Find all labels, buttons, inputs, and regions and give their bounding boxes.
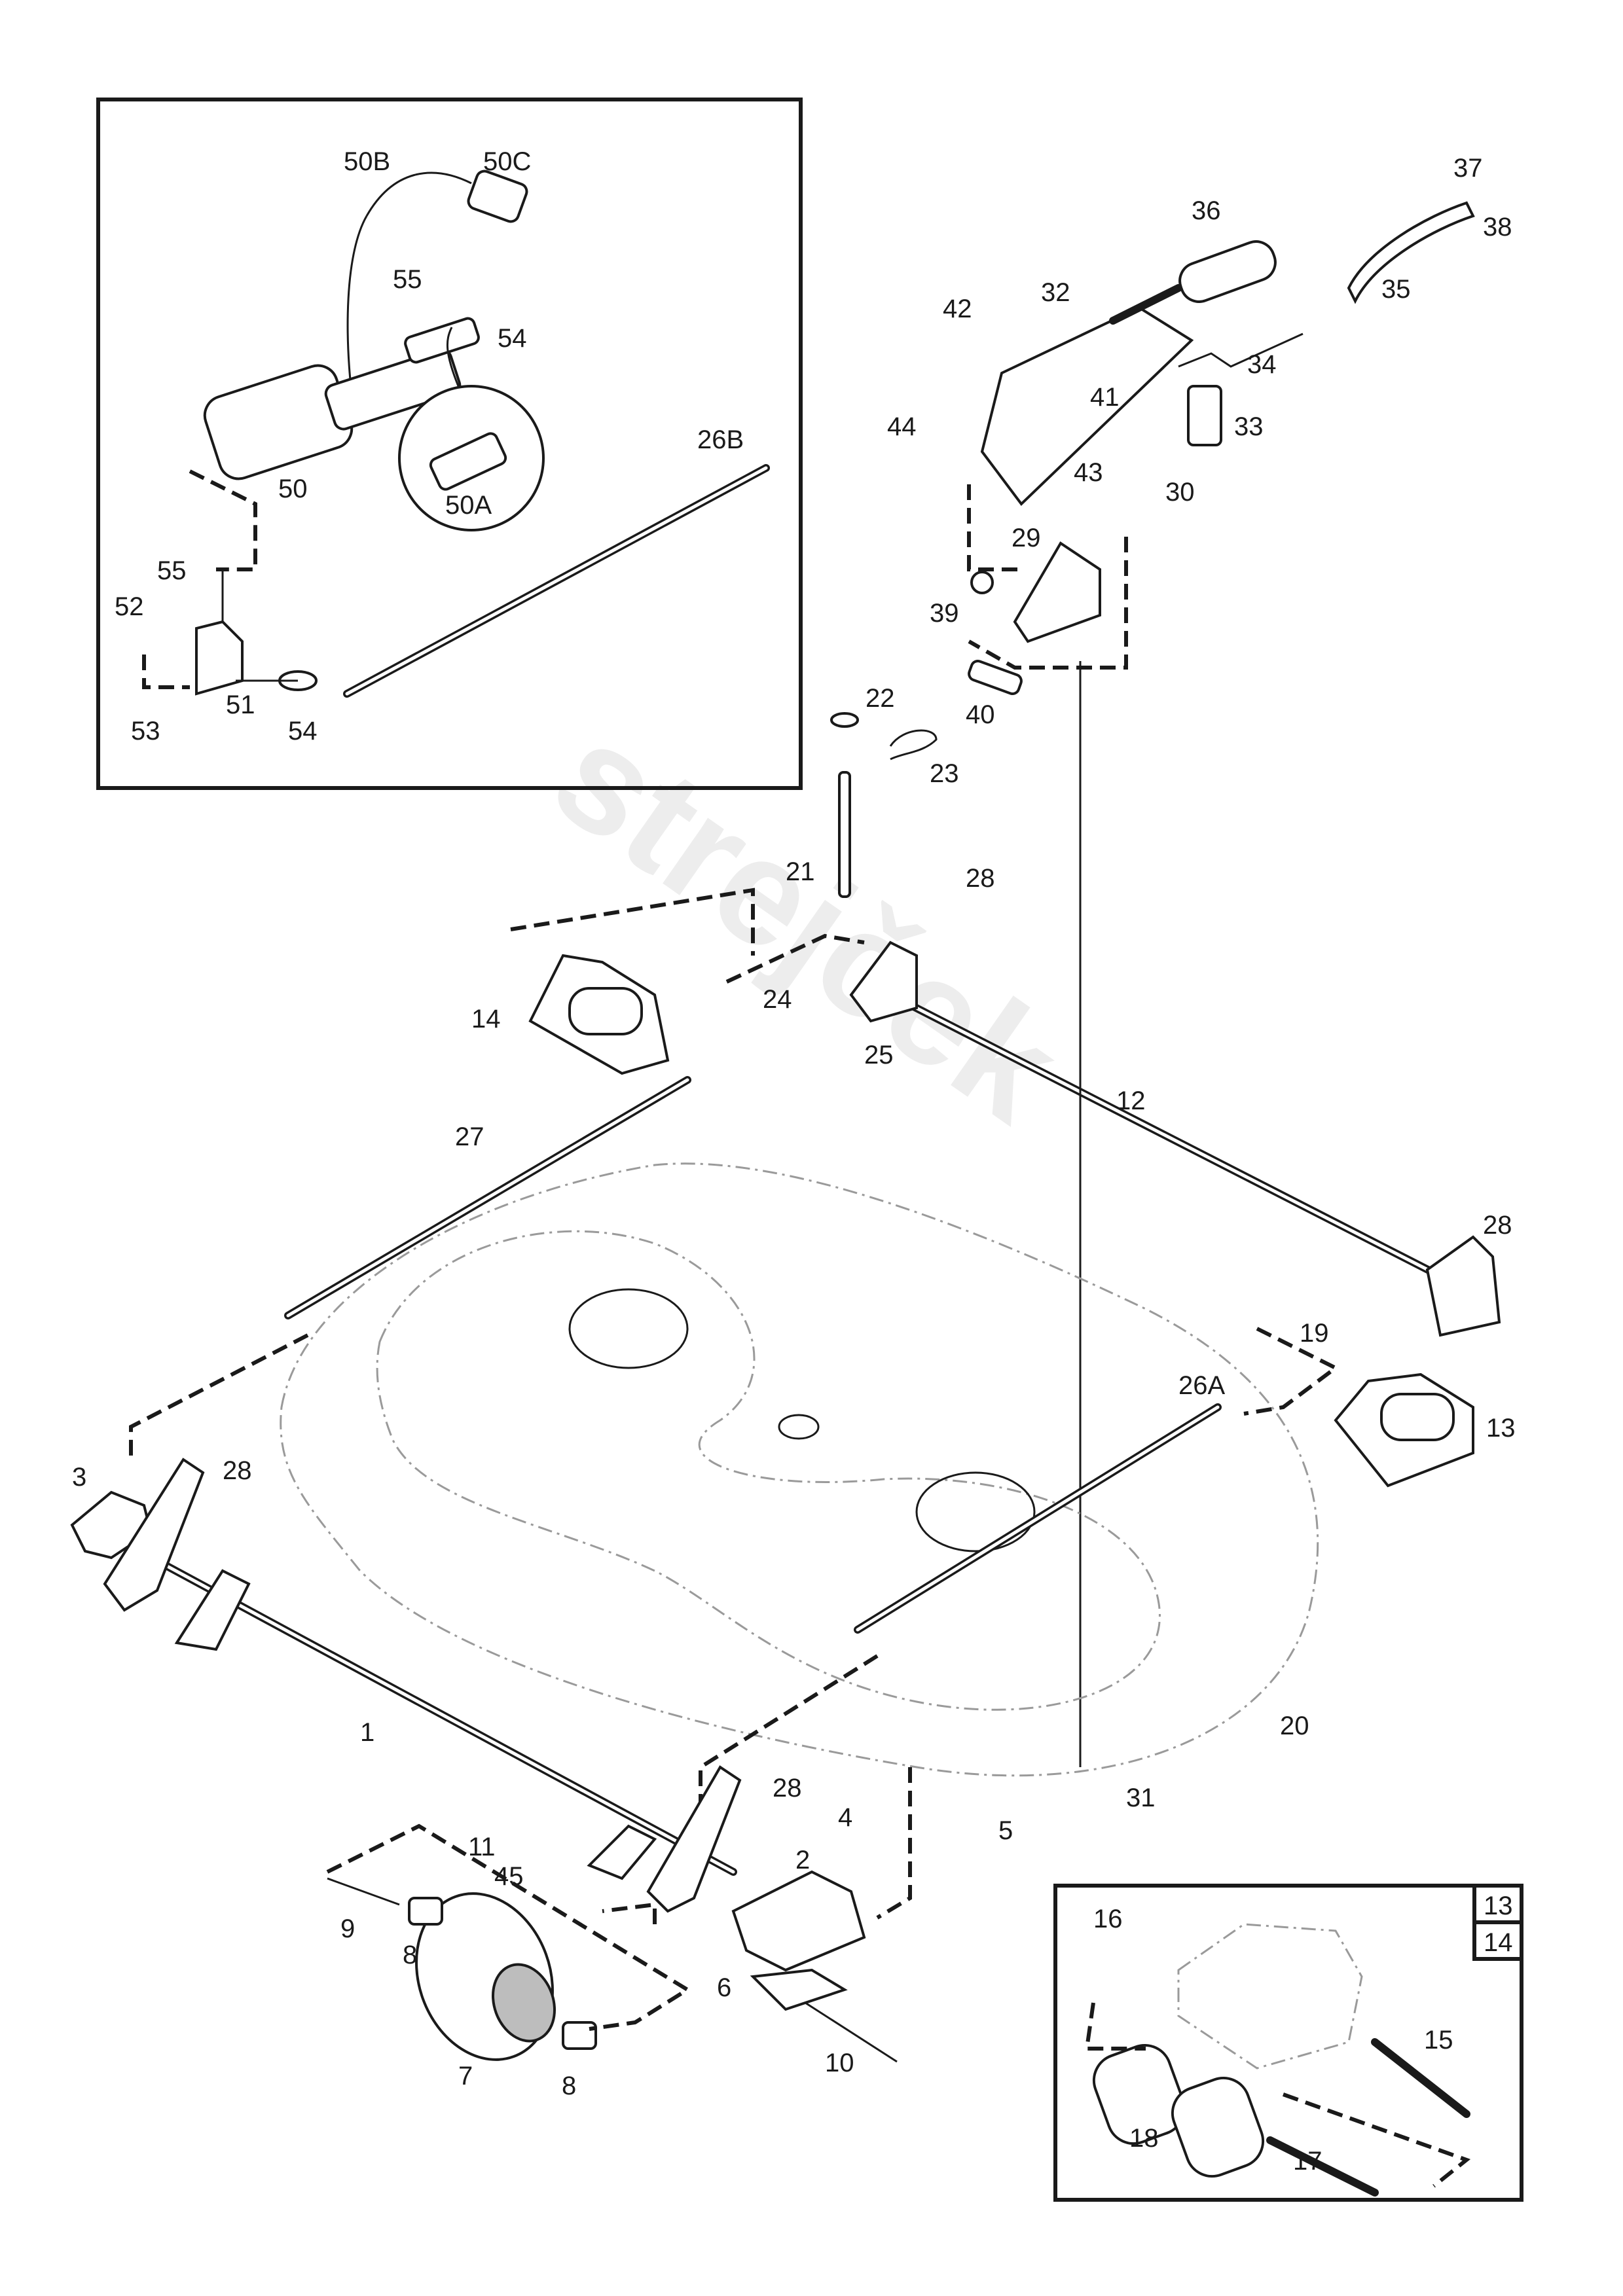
roller-bracket-14 (510, 888, 755, 1075)
label-13: 13 (1484, 1892, 1513, 1920)
roller-detail (1084, 1923, 1471, 2197)
part-label: 10 (825, 2049, 854, 2077)
height-adjust-rod (830, 712, 938, 898)
part-label: 13 (1486, 1414, 1516, 1443)
part-label: 28 (223, 1456, 252, 1485)
part-label: 18 (1129, 2124, 1159, 2153)
part-label: 22 (866, 684, 895, 713)
part-label: 8 (403, 1941, 417, 1969)
part-label: 51 (226, 691, 255, 719)
part-label: 40 (966, 700, 995, 729)
part-label: 28 (1483, 1211, 1512, 1240)
part-label: 52 (115, 592, 144, 621)
part-label: 1 (360, 1718, 374, 1747)
part-label: 14 (471, 1005, 501, 1033)
part-label: 17 (1293, 2147, 1322, 2176)
part-label: 30 (1165, 478, 1195, 507)
part-label: 50A (445, 491, 492, 520)
part-label: 25 (864, 1041, 894, 1069)
part-label: 8 (562, 2072, 576, 2100)
label-14: 14 (1484, 1928, 1513, 1957)
part-label: 55 (393, 265, 422, 294)
part-label: 28 (966, 864, 995, 893)
part-label: 19 (1300, 1319, 1329, 1348)
part-label: 28 (773, 1774, 802, 1803)
part-label: 12 (1116, 1086, 1146, 1115)
part-label: 35 (1381, 275, 1411, 304)
part-label: 32 (1041, 278, 1070, 307)
part-label: 38 (1483, 213, 1512, 242)
part-label: 54 (288, 717, 318, 745)
part-label: 6 (717, 1973, 731, 2002)
rod-27 (129, 1076, 691, 1460)
rod-26a (699, 1403, 1222, 1806)
part-label: 29 (1012, 524, 1041, 552)
part-label: 55 (157, 556, 187, 585)
part-label: 5 (998, 1816, 1013, 1845)
part-label: 31 (1126, 1784, 1156, 1812)
roller-inset-box (1053, 1884, 1523, 2202)
actuator-clevis-detail (398, 327, 545, 531)
part-label: 44 (887, 412, 917, 441)
part-label: 20 (1280, 1712, 1309, 1740)
wheel-bracket (602, 1767, 912, 2063)
part-label: 45 (494, 1862, 524, 1891)
part-label: 2 (795, 1846, 810, 1874)
part-label: 16 (1093, 1905, 1123, 1933)
gauge-wheel (326, 1823, 691, 2061)
electric-actuator (189, 170, 528, 571)
part-label: 15 (1424, 2026, 1453, 2054)
part-label: 9 (340, 1914, 355, 1943)
watermark: strejček (526, 689, 1089, 1154)
part-label: 50B (344, 147, 390, 176)
part-label: 21 (786, 857, 815, 886)
mower-deck (280, 1162, 1319, 1777)
actuator-bracket (142, 569, 318, 696)
part-label: 50C (483, 147, 531, 176)
part-label: 3 (72, 1463, 86, 1492)
part-label: 43 (1074, 458, 1103, 487)
part-label: 36 (1192, 196, 1221, 225)
part-label: 11 (468, 1833, 496, 1861)
part-label: 7 (458, 2062, 473, 2090)
part-label: 39 (930, 599, 959, 628)
lift-lever (967, 201, 1475, 571)
rod-26b (343, 464, 770, 698)
part-label: 26A (1178, 1371, 1225, 1400)
part-label: 26B (697, 425, 744, 454)
part-label: 50 (278, 475, 308, 503)
part-label: 34 (1247, 350, 1277, 379)
inset-tag-14-box (1472, 1920, 1523, 1961)
part-label: 54 (498, 324, 527, 353)
part-label: 53 (131, 717, 160, 745)
part-label: 27 (455, 1122, 484, 1151)
part-label: 42 (943, 295, 972, 323)
front-axle-1 (70, 1458, 742, 1913)
part-label: 24 (763, 985, 792, 1014)
actuator-inset-box (96, 98, 803, 790)
part-label: 4 (838, 1803, 852, 1832)
lever-sector-bracket (968, 537, 1128, 695)
part-label: 33 (1234, 412, 1264, 441)
part-label: 23 (930, 759, 959, 788)
part-label: 37 (1453, 154, 1483, 183)
cross-shaft-12 (725, 933, 1501, 1337)
roller-bracket-13 (1243, 1327, 1474, 1488)
part-label: 41 (1090, 383, 1120, 412)
